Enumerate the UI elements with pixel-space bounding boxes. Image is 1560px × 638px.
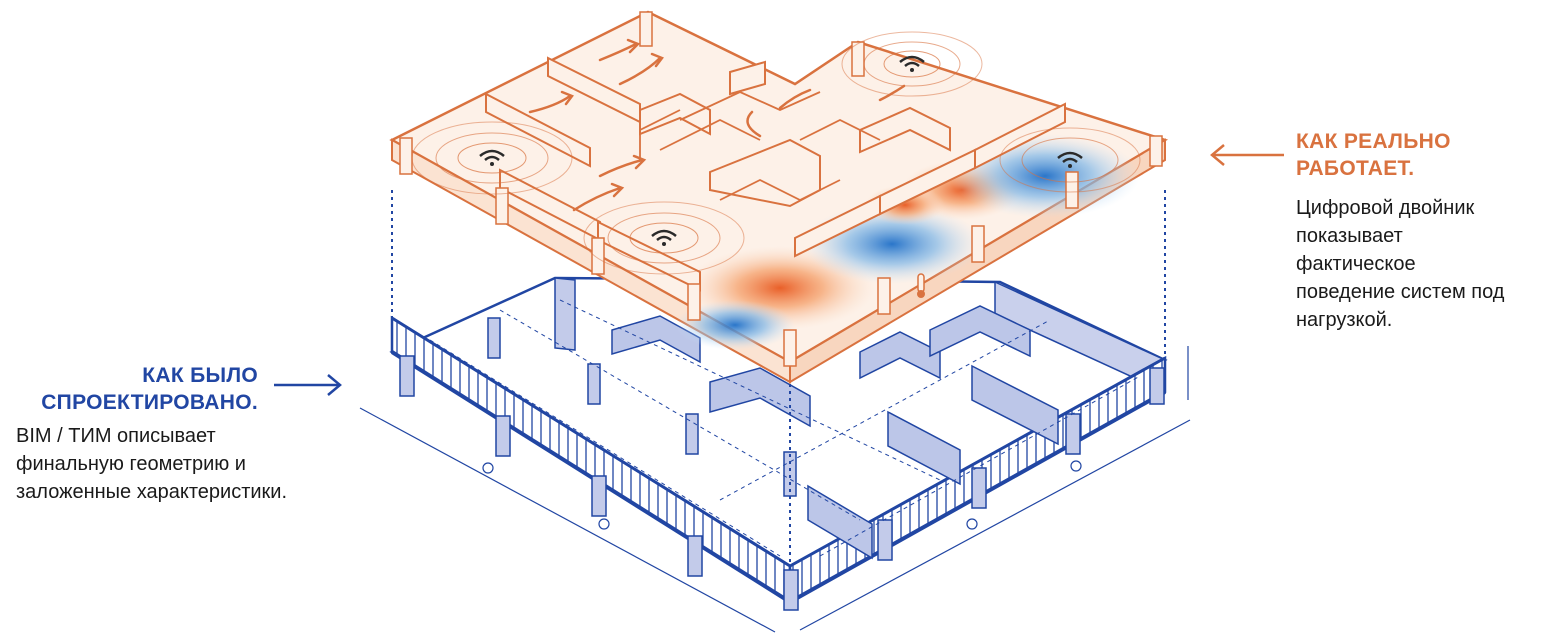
twin-caption-title: КАК РЕАЛЬНО РАБОТАЕТ. bbox=[1296, 130, 1451, 180]
design-caption-title: КАК БЫЛО СПРОЕКТИРОВАНО. bbox=[41, 364, 258, 414]
twin-caption: КАК РЕАЛЬНО РАБОТАЕТ. Цифровой двойник п… bbox=[1296, 128, 1546, 334]
airflow-arrow-icon bbox=[528, 38, 906, 212]
thermometer-icon bbox=[917, 273, 925, 298]
design-back-wall-left bbox=[554, 277, 576, 351]
arrow-left-icon bbox=[1210, 144, 1284, 166]
design-caption: КАК БЫЛО СПРОЕКТИРОВАНО. BIM / ТИМ описы… bbox=[16, 362, 346, 506]
digital-twin-group bbox=[389, 10, 1169, 384]
design-caption-body: BIM / ТИМ описывает финальную геометрию … bbox=[16, 425, 288, 503]
twin-caption-body: Цифровой двойник показывает фактическое … bbox=[1296, 197, 1505, 331]
design-model-group bbox=[359, 190, 1191, 633]
arrow-right-icon bbox=[274, 374, 342, 396]
wifi-signal-icon bbox=[411, 31, 1141, 275]
